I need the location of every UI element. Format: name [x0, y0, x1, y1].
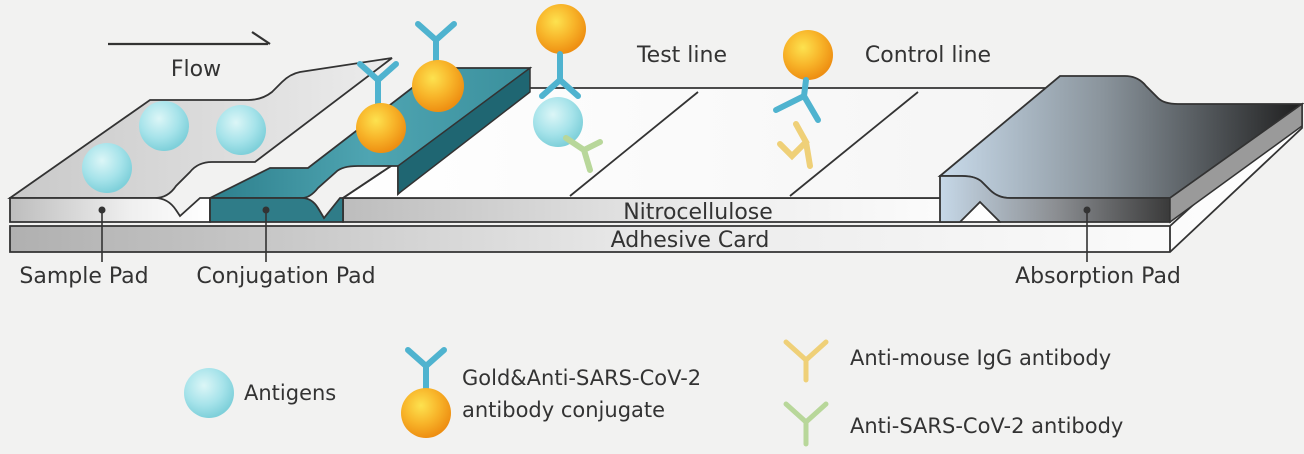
- gold-particle-icon: [401, 388, 451, 438]
- absorption-pad: [937, 75, 1304, 224]
- gold-particle-icon: [356, 103, 406, 153]
- legend-antigens-label: Antigens: [244, 381, 336, 405]
- gold-conjugate-2: [412, 21, 464, 112]
- control-line-complex: [773, 30, 833, 169]
- antigen-icon: [82, 143, 132, 193]
- control-line-label: Control line: [865, 43, 991, 68]
- legend-anti-mouse-label: Anti-mouse IgG antibody: [850, 346, 1111, 370]
- sample-pad-label: Sample Pad: [19, 264, 148, 289]
- legend-conjugate-line1: Gold&Anti-SARS-CoV-2: [462, 366, 701, 390]
- legend-item-conjugate: Gold&Anti-SARS-CoV-2 antibody conjugate: [401, 347, 701, 438]
- anti-mouse-antibody-icon: [783, 339, 829, 383]
- flow-label: Flow: [171, 57, 221, 82]
- legend-anti-sars-label: Anti-SARS-CoV-2 antibody: [850, 414, 1123, 438]
- adhesive-card-label: Adhesive Card: [611, 228, 770, 253]
- legend-conjugate-line2: antibody conjugate: [462, 398, 665, 422]
- legend-item-antigens: Antigens: [184, 368, 336, 418]
- nitrocellulose-label: Nitrocellulose: [623, 200, 773, 225]
- anti-sars-antibody-icon: [563, 135, 603, 173]
- legend-item-anti-sars: Anti-SARS-CoV-2 antibody: [783, 401, 1123, 447]
- antigen-icon: [216, 105, 266, 155]
- test-line-complex: [533, 4, 603, 173]
- test-line-stripe: [569, 91, 699, 197]
- sample-pad: [7, 57, 393, 223]
- gold-particle-icon: [412, 60, 464, 112]
- gold-particle-icon: [536, 4, 586, 54]
- antibody-icon: [405, 347, 447, 391]
- test-line-label: Test line: [636, 43, 727, 68]
- adhesive-card: [9, 103, 1303, 253]
- legend: Antigens Gold&Anti-SARS-CoV-2 antibody c…: [184, 339, 1123, 447]
- pad-leader-lines: [98, 206, 1091, 262]
- gold-particle-icon: [783, 30, 833, 80]
- absorption-pad-label: Absorption Pad: [1015, 264, 1181, 289]
- anti-sars-antibody-icon: [783, 401, 829, 447]
- legend-item-anti-mouse: Anti-mouse IgG antibody: [783, 339, 1111, 383]
- conjugation-pad-label: Conjugation Pad: [196, 264, 375, 289]
- control-line-stripe: [789, 91, 919, 197]
- nitrocellulose-membrane: [340, 87, 1082, 223]
- flow-arrow-icon: [108, 31, 271, 46]
- anti-mouse-antibody-icon: [777, 121, 813, 169]
- antigen-icon: [184, 368, 234, 418]
- antigen-icon: [139, 101, 189, 151]
- gold-conjugate-1: [356, 61, 406, 153]
- antigen-icon: [533, 97, 583, 147]
- antigen-particles: [82, 101, 266, 193]
